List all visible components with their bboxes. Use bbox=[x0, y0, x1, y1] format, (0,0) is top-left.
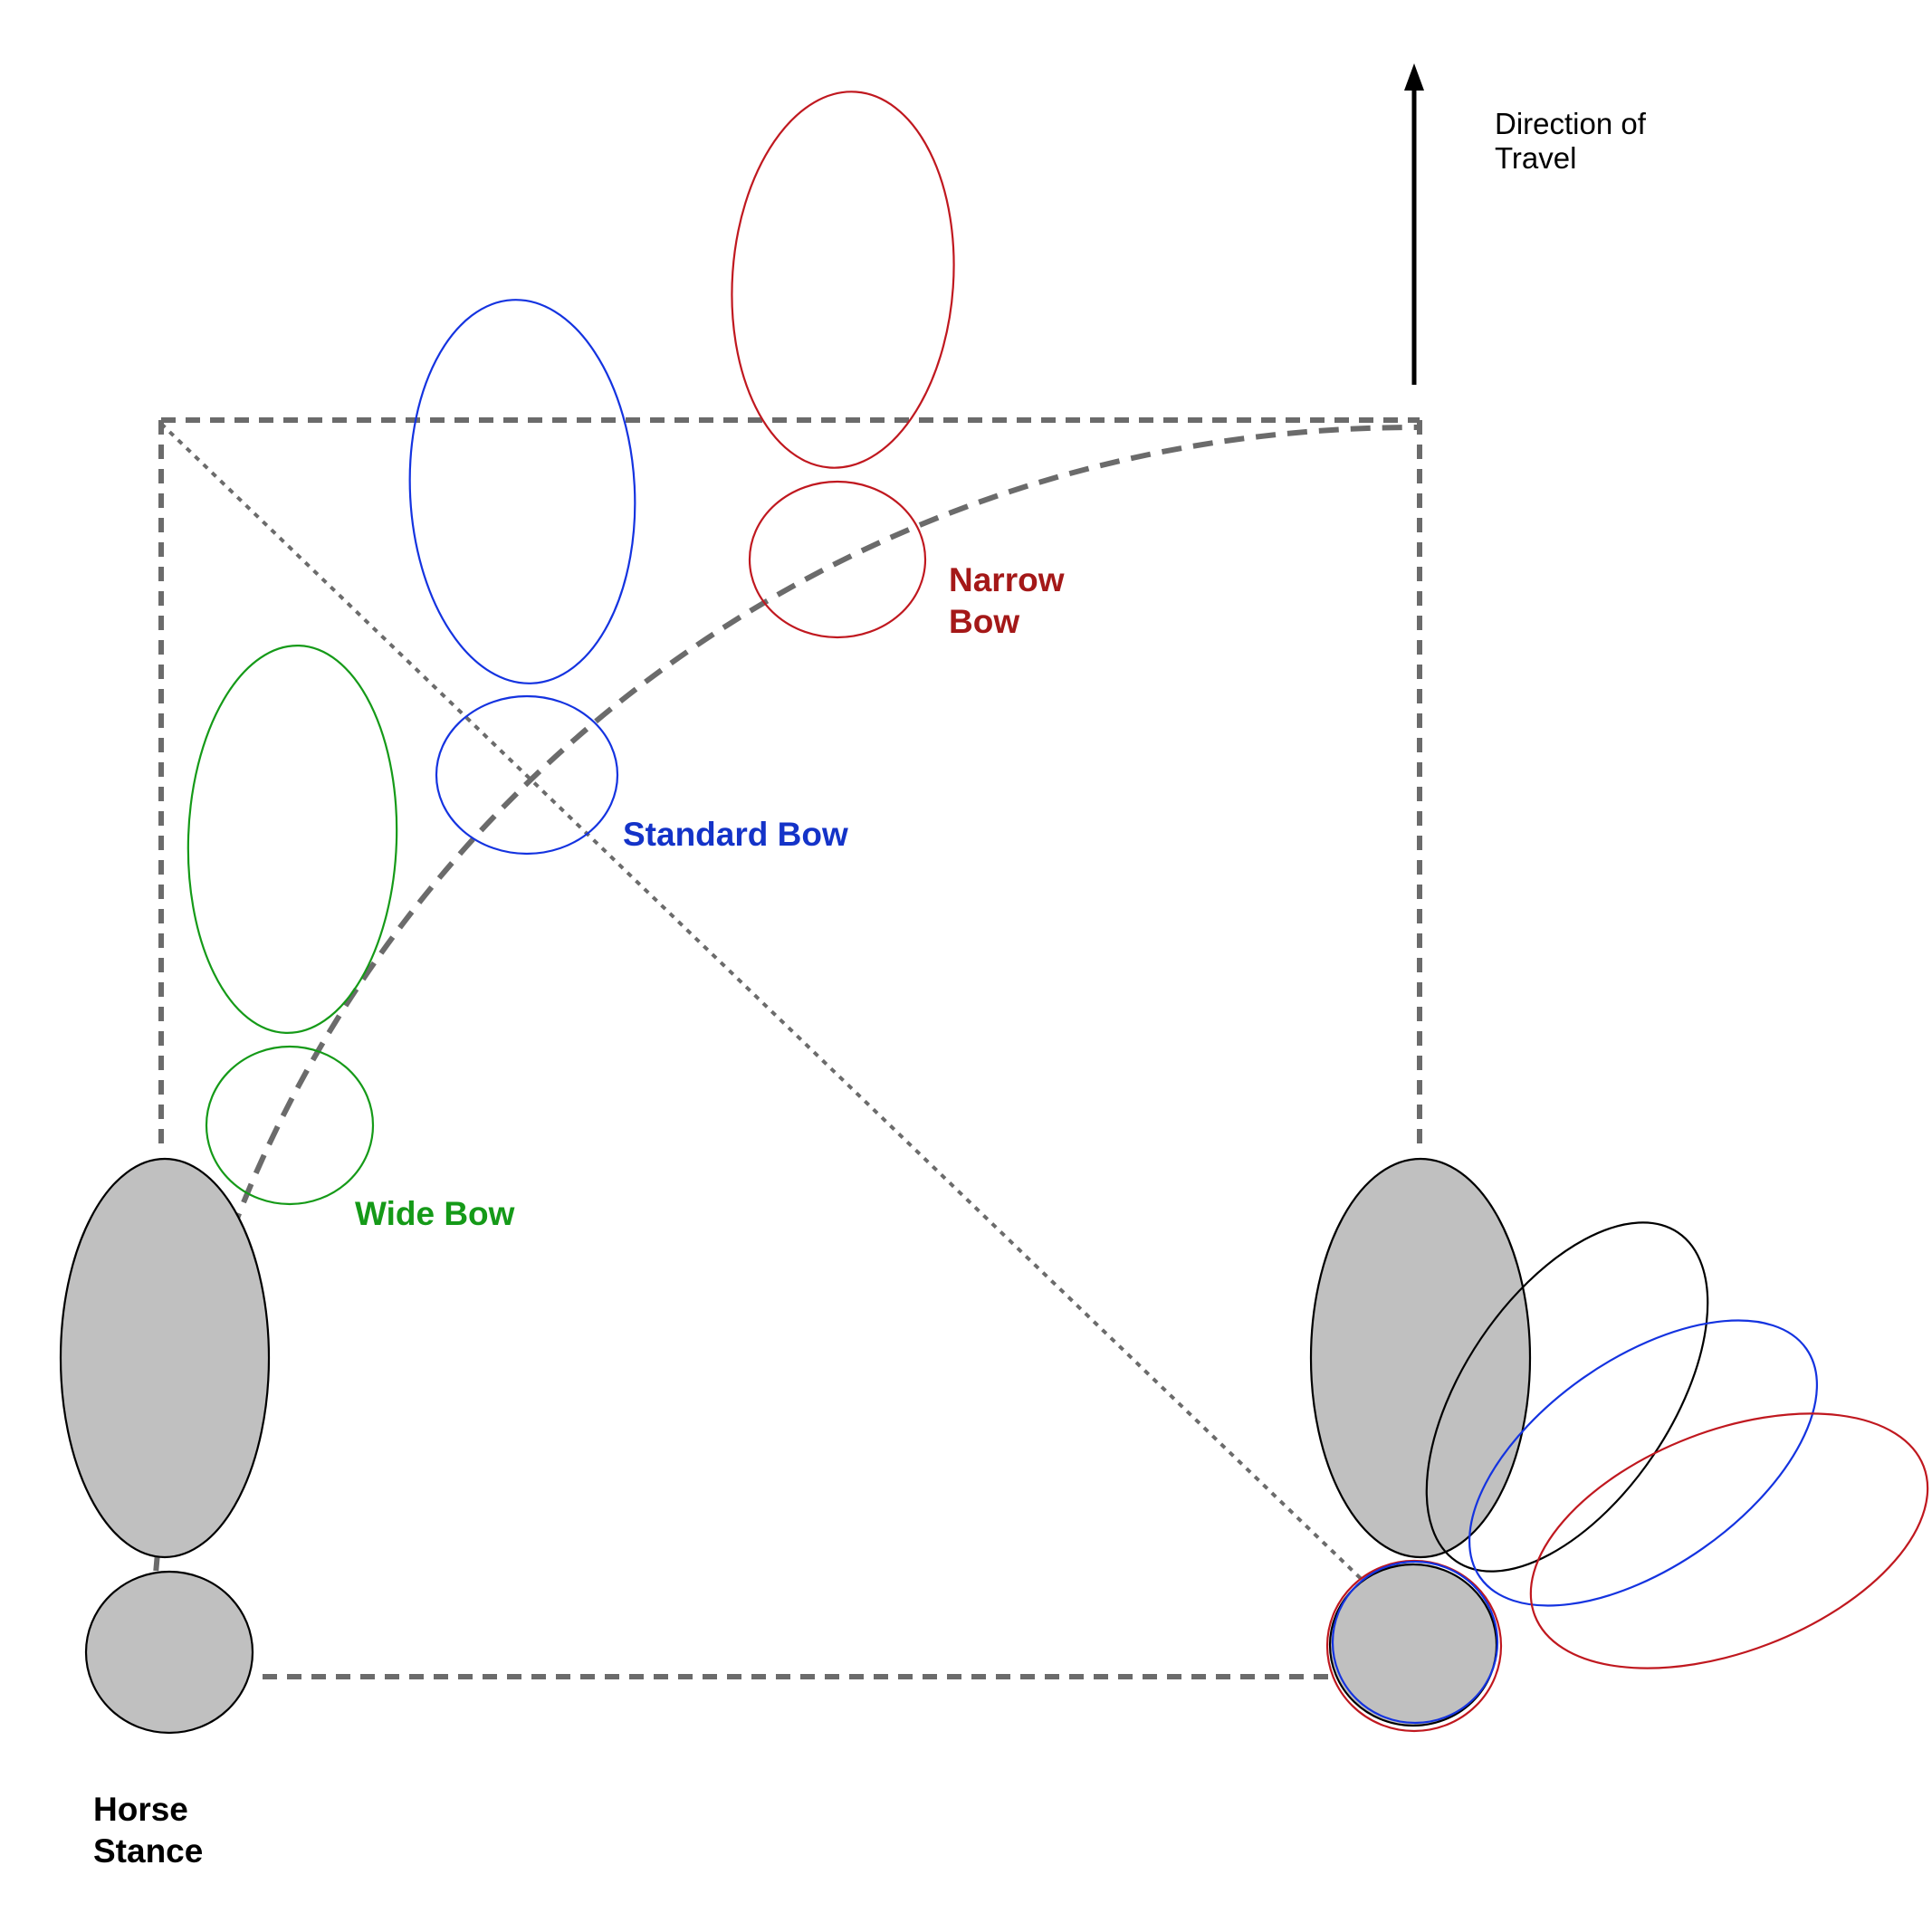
labels: Direction of Travel Narrow Bow Standard … bbox=[93, 107, 1647, 1870]
right-foot-group bbox=[1309, 1157, 1929, 1733]
narrow-bow-feet bbox=[731, 91, 955, 639]
right-foot-black-rotated bbox=[1425, 1221, 1709, 1573]
guide-diagonal bbox=[159, 422, 1376, 1593]
narrow-bow-rear-foot bbox=[748, 480, 927, 639]
horse-left-heel bbox=[84, 1570, 254, 1735]
wide-bow-rear-foot bbox=[205, 1045, 375, 1206]
direction-label-line2: Travel bbox=[1495, 141, 1576, 175]
horse-left-front-foot bbox=[59, 1157, 271, 1559]
wide-bow-label: Wide Bow bbox=[355, 1195, 515, 1232]
narrow-bow-label-line1: Narrow bbox=[949, 561, 1065, 598]
narrow-bow-label-line2: Bow bbox=[949, 603, 1019, 640]
direction-arrow bbox=[1404, 63, 1424, 385]
right-heel-blue-outline bbox=[1331, 1560, 1499, 1725]
standard-bow-front-foot bbox=[408, 299, 636, 684]
horse-stance-left-foot bbox=[59, 1157, 271, 1735]
horse-stance-label-line2: Stance bbox=[93, 1832, 203, 1870]
horse-right-front-foot bbox=[1309, 1157, 1532, 1559]
standard-bow-rear-foot bbox=[435, 694, 619, 856]
standard-bow-label: Standard Bow bbox=[623, 816, 848, 853]
direction-label-line1: Direction of bbox=[1495, 107, 1647, 140]
wide-bow-feet bbox=[187, 644, 398, 1206]
guide-arc bbox=[149, 424, 1420, 1667]
right-foot-blue-rotated bbox=[1468, 1319, 1819, 1607]
arrow-head-icon bbox=[1404, 63, 1424, 91]
horse-stance-label-line1: Horse bbox=[93, 1791, 188, 1828]
narrow-bow-front-foot bbox=[731, 91, 955, 469]
guide-lines bbox=[149, 417, 1422, 1679]
wide-bow-front-foot bbox=[187, 644, 398, 1035]
standard-bow-feet bbox=[408, 299, 636, 856]
right-foot-red-rotated bbox=[1529, 1412, 1929, 1669]
